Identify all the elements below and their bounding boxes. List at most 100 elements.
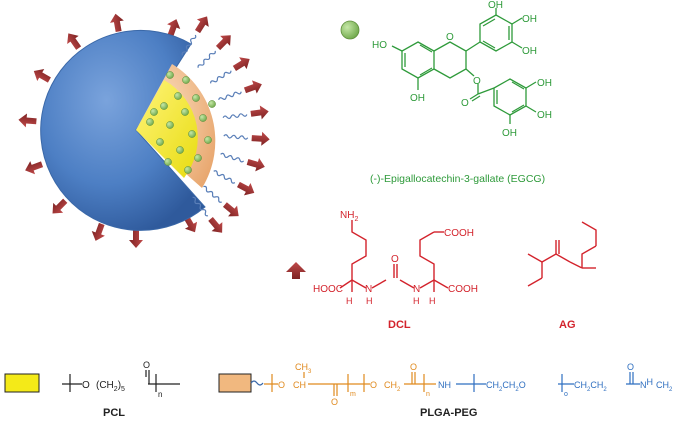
dcl-o: O bbox=[391, 254, 399, 265]
pcl-core bbox=[136, 80, 198, 178]
dcl-n1: N bbox=[365, 284, 372, 295]
outward-arrow bbox=[232, 57, 250, 72]
dcl-structure: NH2 COOH HOOC H N H O N H H COOH DCL bbox=[313, 210, 478, 331]
outward-arrow bbox=[222, 202, 239, 217]
outward-arrow bbox=[243, 80, 262, 94]
peg-ch2ch2: CH2CH2 bbox=[574, 380, 607, 393]
egcg-dot bbox=[176, 146, 184, 154]
peg-chain bbox=[203, 185, 222, 203]
ag-caption: AG bbox=[559, 319, 576, 331]
pcl-swatch bbox=[4, 373, 40, 393]
egcg-o-carbonyl: O bbox=[461, 98, 469, 109]
plga-peg-legend: O CH CH3 O m O CH2 O n NH CH2CH2O o CH2C… bbox=[218, 362, 680, 419]
outward-arrow bbox=[167, 19, 181, 38]
egcg-oh-g1: OH bbox=[537, 78, 552, 89]
egcg-dot bbox=[166, 71, 174, 79]
egcg-dot bbox=[150, 108, 158, 116]
peg-repeat: CH2CH2O bbox=[486, 380, 526, 393]
egcg-oh-g3: OH bbox=[502, 128, 517, 139]
peg-chain bbox=[197, 50, 216, 68]
egcg-dot bbox=[204, 136, 212, 144]
outward-arrow bbox=[236, 181, 255, 196]
pcl-o: O bbox=[82, 380, 90, 391]
peg-chain bbox=[192, 196, 209, 217]
outward-arrow bbox=[251, 131, 270, 146]
plga-ch: CH bbox=[293, 380, 306, 390]
peg-o-carb3: O bbox=[627, 362, 634, 372]
peg-nh: NH bbox=[438, 380, 451, 390]
egcg-dot bbox=[192, 94, 200, 102]
plga-o1: O bbox=[278, 380, 285, 390]
plga-swatch bbox=[218, 373, 252, 393]
outward-arrow bbox=[110, 13, 124, 33]
peg-chain bbox=[223, 134, 249, 140]
dcl-n2: N bbox=[413, 284, 420, 295]
egcg-oh-g2: OH bbox=[537, 110, 552, 121]
plga-ch2: CH2 bbox=[384, 380, 401, 393]
egcg-structure: HO O OH OH OH OH O O OH OH OH (-)-Epigal… bbox=[370, 0, 552, 185]
outward-arrow bbox=[33, 68, 51, 83]
peg-chain bbox=[222, 113, 248, 120]
egcg-dot bbox=[146, 118, 154, 126]
egcg-oh-bottom: OH bbox=[410, 93, 425, 104]
plga-n: n bbox=[426, 391, 430, 398]
plga-m: m bbox=[350, 391, 356, 398]
pcl-carbonyl-o: O bbox=[143, 360, 150, 370]
egcg-dot bbox=[181, 108, 189, 116]
dcl-nh2: NH2 bbox=[340, 210, 358, 223]
surface-arrows bbox=[18, 13, 198, 248]
outward-arrow bbox=[67, 33, 82, 50]
ag-structure: AG bbox=[527, 221, 597, 331]
egcg-dot bbox=[188, 130, 196, 138]
plga-ch3: CH3 bbox=[295, 362, 312, 375]
outward-arrow bbox=[52, 198, 68, 214]
peg-brushes bbox=[181, 16, 270, 233]
plga-o-carb2: O bbox=[410, 362, 417, 372]
egcg-oh-b3: OH bbox=[522, 46, 537, 57]
peg-chain bbox=[213, 170, 236, 184]
dcl-h1: H bbox=[366, 296, 373, 306]
peg-chain bbox=[210, 70, 232, 84]
plga-peg-caption: PLGA-PEG bbox=[420, 407, 477, 419]
egcg-dot bbox=[164, 158, 172, 166]
egcg-dots bbox=[146, 71, 216, 174]
dcl-cooh-bottom: COOH bbox=[448, 284, 478, 295]
peg-chain bbox=[220, 152, 245, 163]
egcg-dot bbox=[156, 138, 164, 146]
outward-arrow bbox=[91, 222, 105, 241]
outward-arrow bbox=[129, 230, 143, 248]
egcg-dot bbox=[184, 166, 192, 174]
nanoparticle bbox=[18, 13, 270, 248]
outward-arrow bbox=[215, 35, 231, 51]
egcg-legend-dot bbox=[340, 20, 360, 40]
outward-arrow bbox=[25, 161, 44, 175]
peg-ch2-end: CH2 bbox=[656, 380, 673, 393]
egcg-oh-b2: OH bbox=[522, 14, 537, 25]
dcl-caption: DCL bbox=[388, 319, 411, 331]
plga-o-carb1: O bbox=[331, 397, 338, 407]
egcg-dot bbox=[174, 92, 182, 100]
egcg-dot bbox=[194, 154, 202, 162]
dcl-h-left: H bbox=[346, 296, 353, 306]
egcg-dot bbox=[166, 121, 174, 129]
pcl-ch2: (CH2)5 bbox=[96, 380, 125, 393]
egcg-dot bbox=[160, 102, 168, 110]
dcl-hooc: HOOC bbox=[313, 284, 343, 295]
peg-nh2: NH bbox=[640, 377, 653, 390]
outward-arrow bbox=[208, 216, 223, 233]
dcl-h-right: H bbox=[429, 296, 436, 306]
plga-o2: O bbox=[370, 380, 377, 390]
pcl-caption: PCL bbox=[103, 407, 125, 419]
peg-chain bbox=[181, 34, 197, 56]
egcg-dot bbox=[199, 114, 207, 122]
outward-arrow bbox=[246, 157, 265, 172]
outward-arrow bbox=[250, 105, 269, 120]
egcg-dot bbox=[182, 76, 190, 84]
egcg-dot bbox=[208, 100, 216, 108]
egcg-oh-top: OH bbox=[488, 0, 503, 11]
egcg-o-ester: O bbox=[473, 76, 481, 87]
pcl-n: n bbox=[158, 390, 162, 399]
small-up-arrow bbox=[286, 262, 306, 279]
pcl-legend: O (CH2)5 O n PCL bbox=[4, 360, 180, 419]
